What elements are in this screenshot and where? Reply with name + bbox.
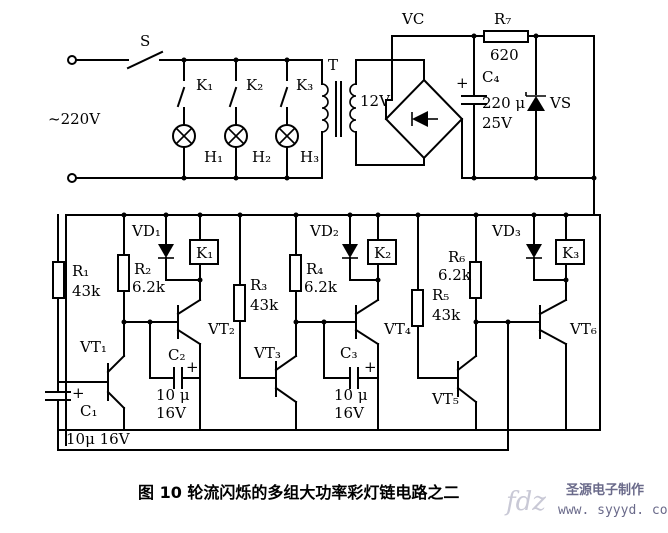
label-H3: H₃ [300, 148, 319, 166]
label-C1-value: 10μ 16V [66, 430, 131, 448]
label-R5: R₅ [432, 286, 449, 304]
label-R1-value: 43k [72, 282, 101, 300]
diode-VD2 [342, 244, 358, 258]
transistor-VT2 [176, 298, 202, 431]
label-C1: C₁ [80, 402, 98, 420]
label-C2: C₂ [168, 346, 186, 364]
label-relay-K2: K₂ [374, 244, 391, 262]
label-C4: C₄ [482, 68, 500, 86]
transformer-T [321, 59, 357, 179]
relay-K3 [555, 239, 585, 265]
label-VD3: VD₃ [491, 222, 521, 240]
label-C3: C₃ [340, 344, 358, 362]
resistor-R1 [52, 261, 65, 299]
transistor-VT3 [274, 321, 298, 431]
label-ac: ~220V [48, 110, 101, 128]
label-VT2: VT₂ [207, 320, 235, 338]
label-K2: K₂ [246, 76, 263, 94]
label-C1-plus: + [72, 384, 85, 402]
label-VT5: VT₅ [431, 390, 459, 408]
label-R1: R₁ [72, 262, 89, 280]
label-C4-voltage: 25V [482, 114, 513, 132]
label-VT3: VT₃ [253, 344, 281, 362]
label-relay-K1: K₁ [196, 244, 213, 262]
label-VD2: VD₂ [309, 222, 339, 240]
label-12v: 12V [360, 92, 391, 110]
lamp-branch-3 [275, 59, 299, 179]
label-VC: VC [401, 10, 424, 28]
label-VD1: VD₁ [131, 222, 161, 240]
transistor-VT5 [456, 321, 478, 431]
resistor-R3 [233, 284, 246, 322]
label-H2: H₂ [252, 148, 271, 166]
label-VT6: VT₆ [569, 320, 597, 338]
label-C2-plus: + [186, 358, 199, 376]
zener-VS [527, 96, 545, 111]
label-C2-voltage: 16V [156, 404, 187, 422]
label-R6: R₆ [448, 248, 465, 266]
watermark: fdz 圣源电子制作 www. syyyd. com [504, 482, 668, 518]
transistor-VT6 [538, 298, 568, 431]
resistor-R5 [411, 289, 424, 327]
label-S: S [140, 32, 150, 50]
label-K1: K₁ [196, 76, 213, 94]
label-R7: R₇ [494, 10, 511, 28]
lamp-branch-1 [172, 59, 196, 179]
transistor-VT1 [106, 321, 126, 431]
label-C4-value: 220 μ [482, 94, 525, 112]
label-R3: R₃ [250, 276, 267, 294]
label-K3: K₃ [296, 76, 313, 94]
bridge-rectifier-VC [355, 59, 464, 179]
label-R4: R₄ [306, 260, 323, 278]
resistor-R2 [117, 254, 130, 292]
label-VS: VS [549, 94, 571, 112]
label-VT4: VT₄ [383, 320, 411, 338]
label-relay-K3: K₃ [562, 244, 579, 262]
watermark-logo: fdz [504, 487, 546, 517]
supply-filter [391, 30, 597, 215]
label-H1: H₁ [204, 148, 223, 166]
diode-VD1 [158, 244, 174, 258]
resistor-R7 [483, 30, 529, 43]
resistor-R4 [289, 254, 302, 292]
label-R2: R₂ [134, 260, 151, 278]
mains-input [67, 50, 323, 183]
figure-caption: 图 10 轮流闪烁的多组大功率彩灯链电路之二 [138, 483, 459, 502]
label-C3-voltage: 16V [334, 404, 365, 422]
label-T: T [328, 56, 338, 74]
label-R5-value: 43k [432, 306, 461, 324]
label-R7-value: 620 [490, 46, 519, 64]
resistor-R6 [469, 261, 482, 299]
label-C2-value: 10 μ [156, 386, 190, 404]
label-C3-plus: + [364, 358, 377, 376]
label-R3-value: 43k [250, 296, 279, 314]
diode-VD3 [526, 244, 542, 258]
lamp-branch-2 [224, 59, 248, 179]
relay-K2 [367, 239, 397, 265]
label-VT1: VT₁ [79, 338, 107, 356]
watermark-name: 圣源电子制作 [566, 482, 644, 498]
label-C4-plus: + [456, 74, 469, 92]
transistor-VT4 [354, 298, 380, 431]
label-R2-value: 6.2k [132, 278, 166, 296]
relay-K1 [189, 239, 219, 265]
watermark-url: www. syyyd. com [558, 503, 668, 518]
label-R6-value: 6.2k [438, 266, 472, 284]
label-C3-value: 10 μ [334, 386, 368, 404]
label-R4-value: 6.2k [304, 278, 338, 296]
